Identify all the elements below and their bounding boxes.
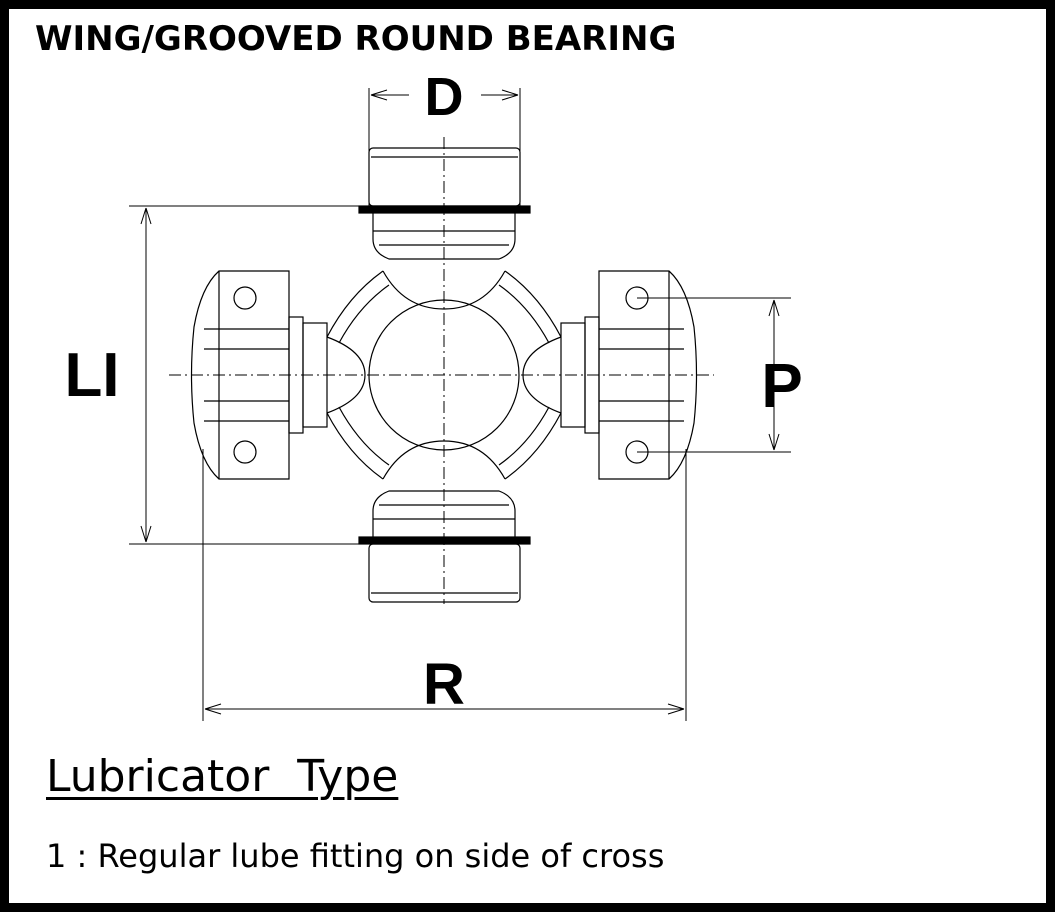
diagram-frame: WING/GROOVED ROUND BEARING [9, 9, 1046, 903]
dimension-d-label: D [425, 67, 464, 127]
dimension-li [129, 205, 364, 545]
lubricator-type-item: 1 : Regular lube fitting on side of cros… [46, 837, 665, 875]
lubricator-type-heading: Lubricator Type [46, 751, 399, 802]
dimension-r [202, 449, 687, 721]
dimension-li-label: LI [64, 341, 119, 410]
bottom-bearing-cup [358, 490, 531, 603]
dimension-r-label: R [423, 652, 465, 717]
cross-body [326, 270, 562, 480]
dimension-p-label: P [761, 352, 802, 421]
right-wing-bearing [560, 270, 698, 480]
bearing-cross-drawing: WING/GROOVED ROUND BEARING [35, 19, 803, 721]
diagram-title: WING/GROOVED ROUND BEARING [35, 19, 676, 59]
dimension-d [370, 89, 519, 101]
center-lines [169, 137, 714, 604]
left-wing-bearing [190, 270, 328, 480]
top-bearing-cup [358, 88, 531, 260]
dimension-p [637, 297, 791, 453]
